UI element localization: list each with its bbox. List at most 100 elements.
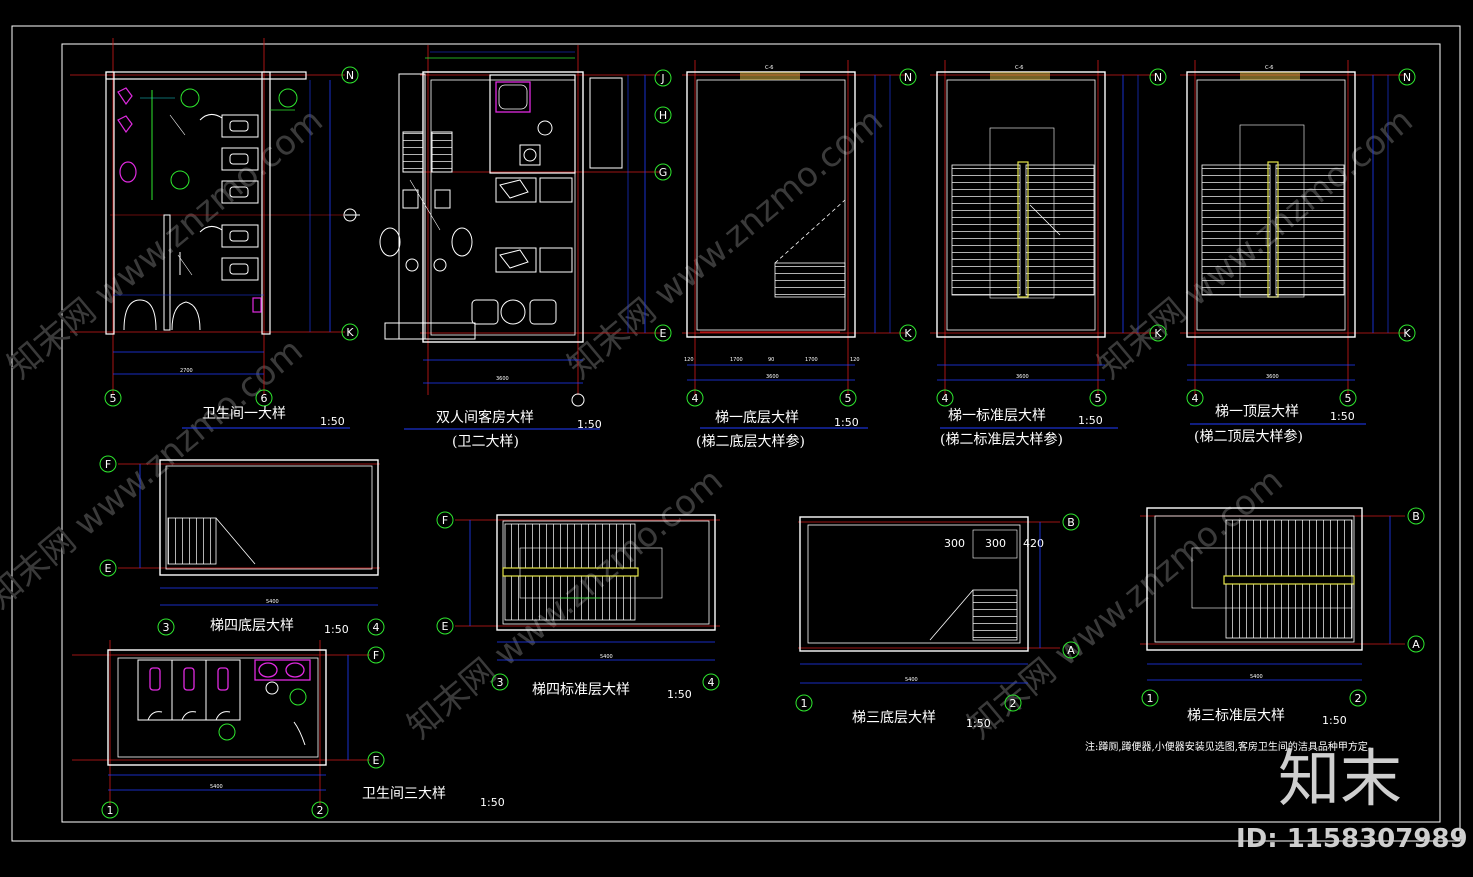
axis-bubble-6 bbox=[255, 389, 273, 407]
drawing-label: N bbox=[904, 71, 912, 84]
drawing-label: 5 bbox=[1345, 392, 1352, 405]
wall-top bbox=[105, 71, 307, 80]
window-tag: C-6 bbox=[765, 65, 773, 71]
drawing-scale: 1:50 bbox=[1322, 714, 1347, 727]
drawing-label: 3600 bbox=[1266, 374, 1279, 380]
drawing-label: 3 bbox=[163, 621, 170, 634]
axis-bubble-5 bbox=[104, 389, 122, 407]
id-watermark: ID: 1158307989 bbox=[1236, 824, 1468, 854]
drawing-label: F bbox=[442, 514, 448, 527]
drawing-label: 120 bbox=[850, 357, 860, 363]
drawing-label: 4 bbox=[1192, 392, 1199, 405]
axis-bubble-N bbox=[341, 66, 359, 84]
inner-frame bbox=[61, 43, 1441, 823]
drawing-label: 5400 bbox=[600, 654, 613, 660]
drawing-title: 梯三底层大样 bbox=[852, 710, 936, 726]
urinals bbox=[117, 87, 262, 313]
drawing-label: K bbox=[1154, 327, 1162, 340]
drawing-scale: 1:50 bbox=[1330, 410, 1355, 423]
dim-300-a: 300 bbox=[944, 537, 965, 550]
drawing-label: 120 bbox=[684, 357, 694, 363]
axis-label: H bbox=[659, 109, 667, 122]
axis-label: 5 bbox=[110, 392, 117, 405]
drawing-label: C-6 bbox=[1015, 65, 1023, 71]
drawing-label: 2 bbox=[1355, 692, 1362, 705]
drawing-scale: 1:50 bbox=[966, 717, 991, 730]
drawing-stair4base: 5400 F E 3 4 梯四底层大样 1:50 bbox=[99, 455, 385, 636]
drawing-label: 3600 bbox=[766, 374, 779, 380]
wall-mid bbox=[163, 214, 171, 331]
drawing-title: 梯四底层大样 bbox=[210, 618, 294, 634]
drawing-subtitle: (梯二标准层大样参) bbox=[940, 431, 1063, 448]
dim-300-b: 300 bbox=[985, 537, 1006, 550]
drawing-label: 3600 bbox=[1016, 374, 1029, 380]
general-note: 注:蹲厕,蹲便器,小便器安装见选图,客房卫生间的洁具品种甲方定。 bbox=[1085, 740, 1378, 753]
drawing-label: 5 bbox=[1095, 392, 1102, 405]
axis-label: 6 bbox=[261, 392, 268, 405]
drawing-stair1std: C-6 3600 N K 4 5 梯一标准层大样 (梯二标准层大样参) 1:50 bbox=[930, 60, 1167, 448]
drawing-label: F bbox=[373, 649, 379, 662]
axis-label: K bbox=[346, 326, 354, 339]
drawing-label: 2 bbox=[317, 804, 324, 817]
drawing-scale: 1:50 bbox=[320, 415, 345, 428]
drawing-stair1top: C-6 3600 N K 4 5 梯一顶层大样 (梯二顶层大样参) 1:50 bbox=[1180, 60, 1416, 445]
outer-frame bbox=[11, 25, 1461, 842]
drawing-subtitle: (卫二大样) bbox=[452, 434, 519, 450]
drawing-stair3base: 300 300 420 5400 B A 1 2 梯三底层大样 1:50 bbox=[795, 513, 1080, 730]
drawing-scale: 1:50 bbox=[667, 688, 692, 701]
drawing-label: 5400 bbox=[266, 599, 279, 605]
drawing-label: K bbox=[904, 327, 912, 340]
drawing-label: 1 bbox=[1147, 692, 1154, 705]
drawing-label: F bbox=[105, 458, 111, 471]
drawing-title: 卫生间三大样 bbox=[362, 786, 446, 802]
drawing-label: 1700 bbox=[730, 357, 743, 363]
wall-right bbox=[261, 71, 271, 335]
drawing-label: 5400 bbox=[905, 677, 918, 683]
drawing-label: 4 bbox=[942, 392, 949, 405]
drawing-label: 1 bbox=[801, 697, 808, 710]
drawing-title: 梯一底层大样 bbox=[715, 410, 799, 426]
drawing-title: 梯三标准层大样 bbox=[1187, 708, 1285, 724]
drawing-label: N bbox=[1154, 71, 1162, 84]
drawing-title: 梯四标准层大样 bbox=[532, 682, 630, 698]
drawing-scale: 1:50 bbox=[324, 623, 349, 636]
drawing-label: 4 bbox=[708, 676, 715, 689]
fixtures bbox=[149, 659, 311, 691]
drawing-guestroom: 3600 J H G E 双人间客房大样 (卫二大样) 1:50 bbox=[379, 45, 672, 450]
drawing-toilet1: 2700 N K 5 6 卫生间一大样 1:50 bbox=[70, 38, 360, 429]
drawing-stair4std: 5400 F E 3 4 梯四标准层大样 1:50 bbox=[436, 511, 720, 701]
drawing-stair1: C-6 120 1700 90 1700 120 3600 N K 4 5 梯一… bbox=[682, 60, 917, 450]
drawing-scale: 1:50 bbox=[834, 416, 859, 429]
drawing-label: E bbox=[105, 562, 112, 575]
drawing-stair3std: 5400 B A 1 2 梯三标准层大样 1:50 bbox=[1140, 507, 1425, 727]
drawing-label: 4 bbox=[373, 621, 380, 634]
drawing-scale: 1:50 bbox=[577, 418, 602, 431]
drawing-label: 5400 bbox=[1250, 674, 1263, 680]
drawing-toilet3: 5400 F E 1 2 卫生间三大样 1:50 bbox=[72, 640, 505, 819]
drawing-label: N bbox=[1403, 71, 1411, 84]
drawing-title: 梯一标准层大样 bbox=[948, 408, 1046, 424]
drawing-scale: 1:50 bbox=[480, 796, 505, 809]
drawing-label: E bbox=[373, 754, 380, 767]
dim-total: 3600 bbox=[496, 376, 509, 382]
drawing-label: 1 bbox=[107, 804, 114, 817]
axis-label: N bbox=[346, 69, 354, 82]
drawing-label: B bbox=[1067, 516, 1075, 529]
drawing-title: 梯一顶层大样 bbox=[1215, 404, 1299, 420]
drawing-label: 5 bbox=[845, 392, 852, 405]
wall-left bbox=[105, 71, 115, 335]
axis-label: J bbox=[660, 72, 664, 85]
drawing-title: 卫生间一大样 bbox=[202, 406, 286, 422]
drawing-subtitle: (梯二底层大样参) bbox=[696, 433, 805, 450]
axis-bubble-K bbox=[341, 323, 359, 341]
wm-3: 知末网 www.znzmo.com bbox=[560, 100, 891, 386]
stalls bbox=[123, 114, 259, 331]
drawing-label: B bbox=[1412, 510, 1420, 523]
drawing-label: A bbox=[1412, 638, 1420, 651]
drawing-label: A bbox=[1067, 644, 1075, 657]
drawing-label: E bbox=[442, 620, 449, 633]
drawing-label: C-6 bbox=[1265, 65, 1273, 71]
dim-total: 2700 bbox=[180, 368, 193, 374]
axis-label: G bbox=[659, 166, 668, 179]
